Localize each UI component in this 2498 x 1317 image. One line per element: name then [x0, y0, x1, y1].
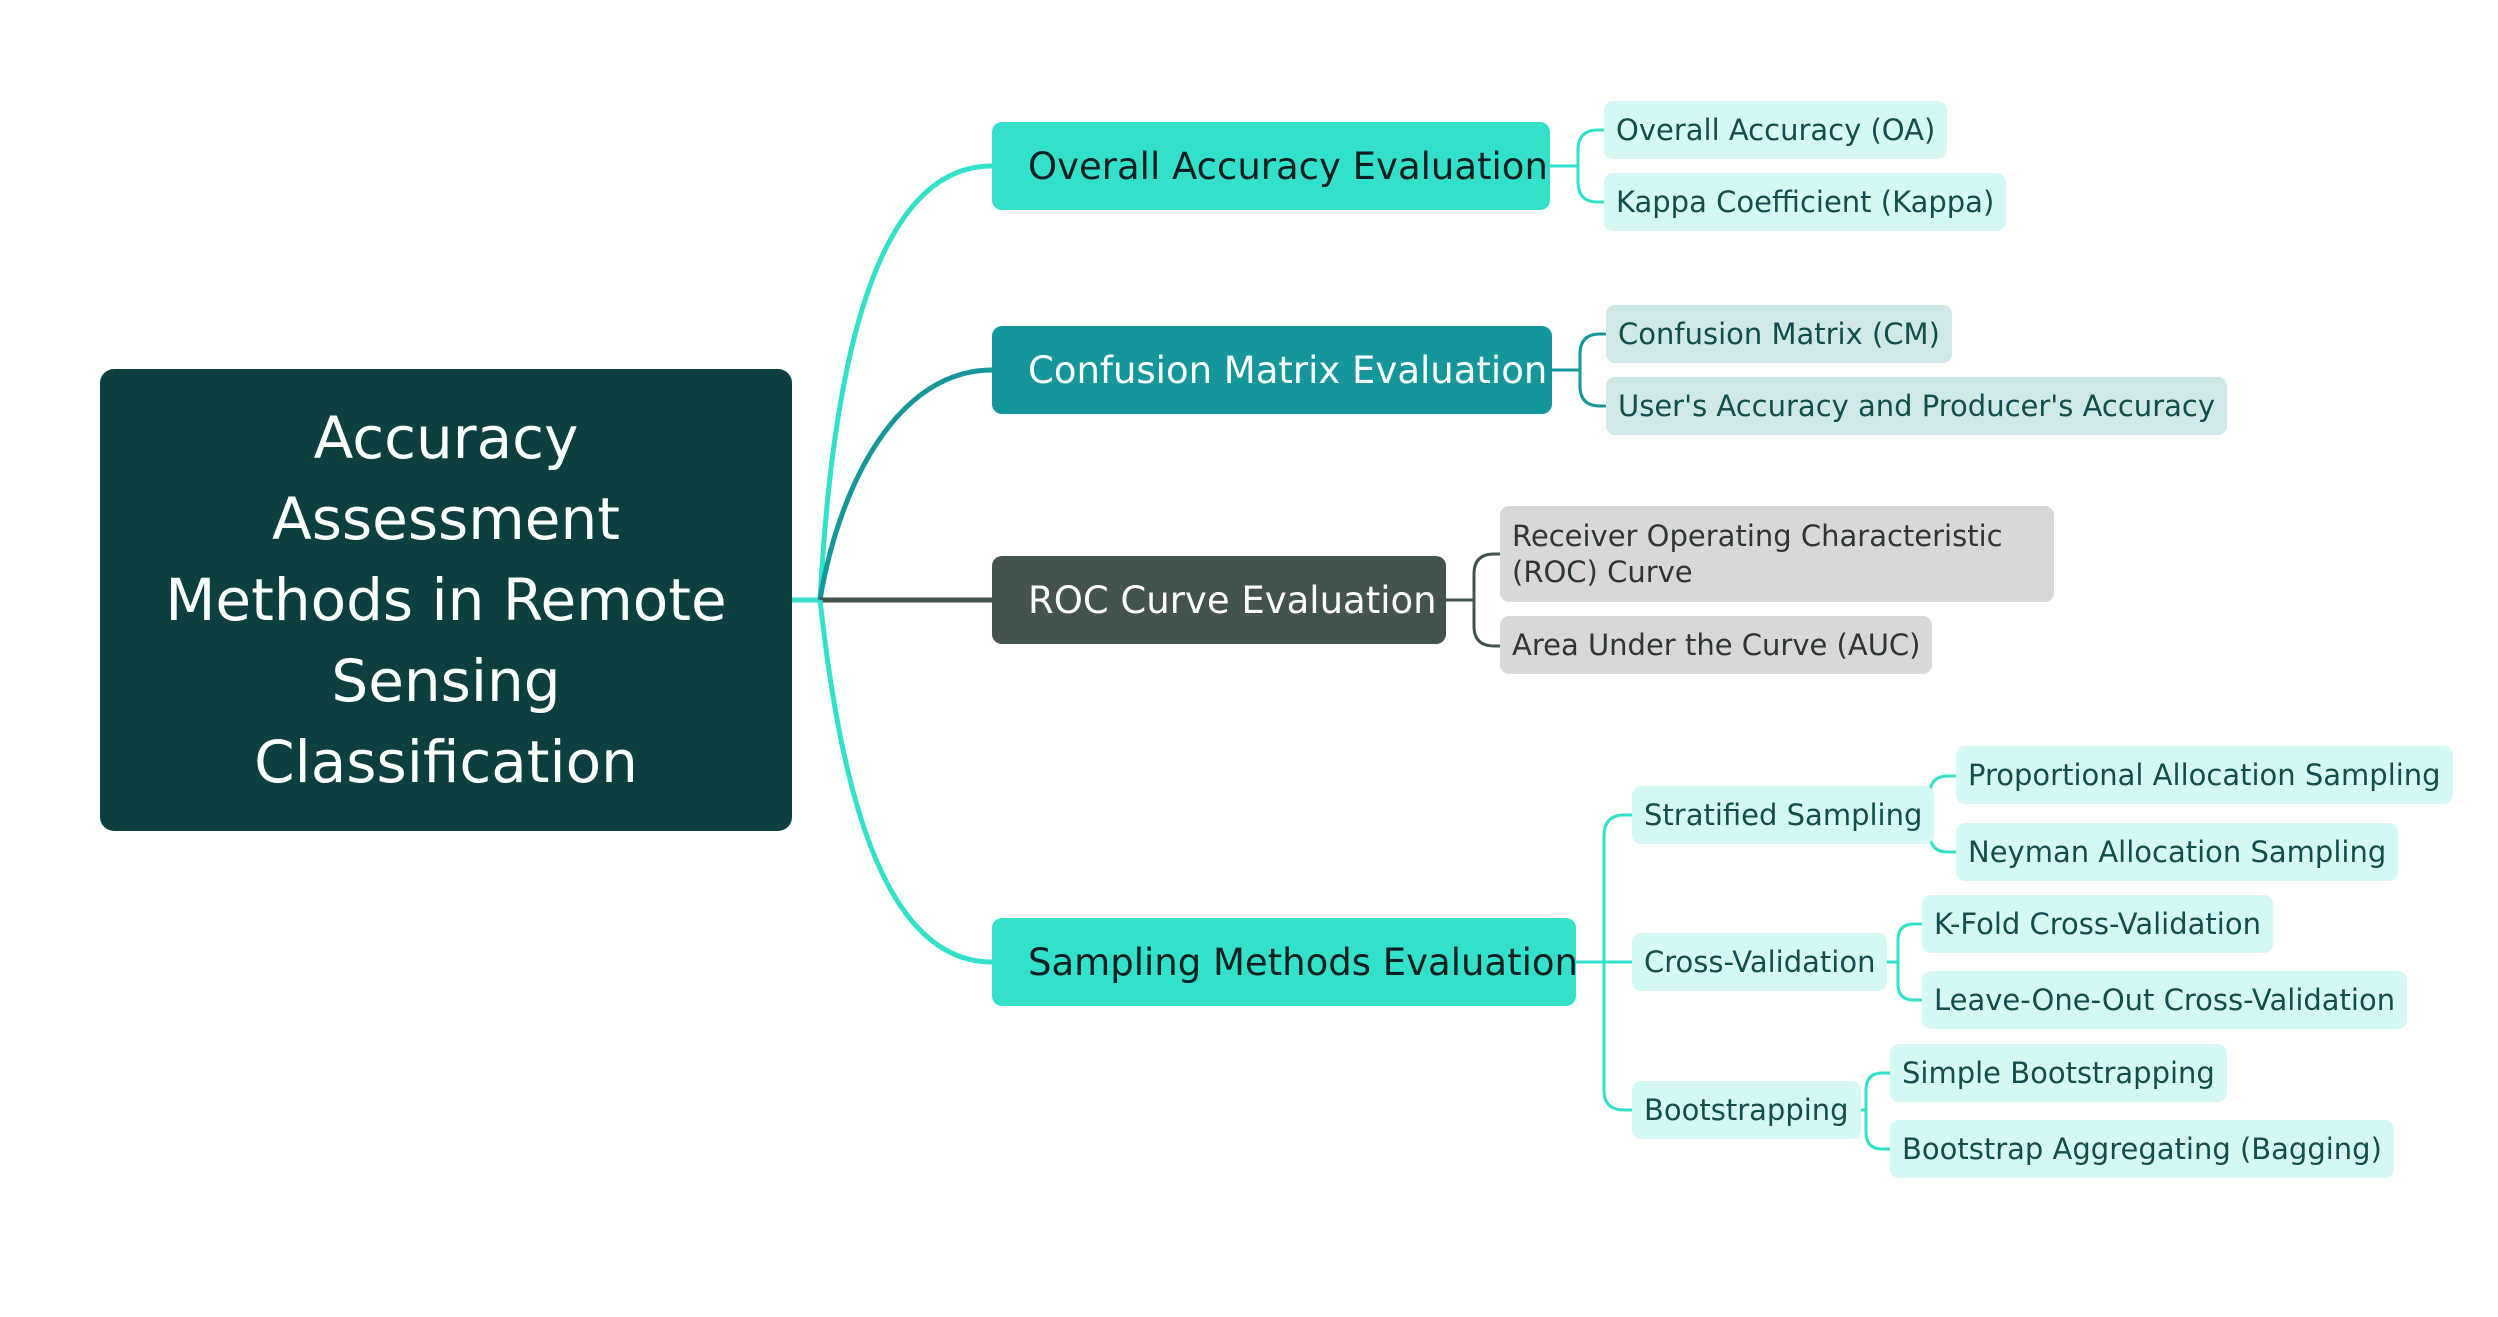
- branch-roc-curve-label: ROC Curve Evaluation: [1028, 578, 1437, 622]
- connector-overall-children: [1550, 128, 1604, 204]
- leaf-confusion-matrix-cm[interactable]: Confusion Matrix (CM): [1606, 305, 1952, 363]
- root-line-2: Assessment: [272, 484, 620, 553]
- root-line-1: Accuracy: [313, 403, 579, 472]
- root-line-3: Methods in Remote: [165, 565, 727, 634]
- subgroup-stratified-sampling-label: Stratified Sampling: [1644, 798, 1923, 832]
- leaf-simple-bootstrapping-label: Simple Bootstrapping: [1902, 1056, 2215, 1090]
- connector-roc-children: [1446, 552, 1500, 648]
- leaf-bagging-label: Bootstrap Aggregating (Bagging): [1902, 1132, 2382, 1166]
- leaf-overall-accuracy-oa[interactable]: Overall Accuracy (OA): [1604, 101, 1948, 159]
- subgroup-stratified-sampling[interactable]: Stratified Sampling: [1632, 786, 1935, 844]
- connector-root-confusion: [817, 367, 993, 601]
- leaf-confusion-matrix-cm-label: Confusion Matrix (CM): [1618, 317, 1940, 351]
- branch-confusion-matrix[interactable]: Confusion Matrix Evaluation: [992, 326, 1552, 414]
- leaf-users-producers-accuracy-label: User's Accuracy and Producer's Accuracy: [1618, 389, 2215, 423]
- leaf-k-fold-label: K-Fold Cross-Validation: [1934, 907, 2261, 941]
- branch-sampling-methods-label: Sampling Methods Evaluation: [1028, 940, 1578, 984]
- leaf-neyman-allocation-label: Neyman Allocation Sampling: [1968, 835, 2387, 869]
- root-line-4: Sensing: [331, 646, 561, 715]
- root-topic[interactable]: Accuracy Assessment Methods in Remote Se…: [100, 369, 792, 831]
- subgroup-bootstrapping-label: Bootstrapping: [1644, 1093, 1849, 1127]
- leaf-bagging[interactable]: Bootstrap Aggregating (Bagging): [1890, 1120, 2394, 1178]
- connector-confusion-children: [1552, 332, 1606, 408]
- leaf-proportional-allocation-label: Proportional Allocation Sampling: [1968, 758, 2441, 792]
- subgroup-cross-validation[interactable]: Cross-Validation: [1632, 933, 1888, 991]
- connector-root-sampling: [817, 599, 993, 965]
- leaf-users-producers-accuracy[interactable]: User's Accuracy and Producer's Accuracy: [1606, 377, 2227, 435]
- leaf-roc-curve-label: Receiver Operating Characteristic (ROC) …: [1512, 519, 2003, 589]
- branch-confusion-matrix-label: Confusion Matrix Evaluation: [1028, 348, 1548, 392]
- branch-roc-curve[interactable]: ROC Curve Evaluation: [992, 556, 1446, 644]
- leaf-roc-curve[interactable]: Receiver Operating Characteristic (ROC) …: [1500, 506, 2054, 602]
- leaf-proportional-allocation[interactable]: Proportional Allocation Sampling: [1956, 746, 2453, 804]
- subgroup-cross-validation-label: Cross-Validation: [1644, 945, 1876, 979]
- leaf-kappa-coefficient-label: Kappa Coefficient (Kappa): [1616, 185, 1995, 219]
- branch-overall-accuracy[interactable]: Overall Accuracy Evaluation: [992, 122, 1550, 210]
- subgroup-bootstrapping[interactable]: Bootstrapping: [1632, 1081, 1861, 1139]
- leaf-k-fold[interactable]: K-Fold Cross-Validation: [1922, 895, 2273, 953]
- leaf-simple-bootstrapping[interactable]: Simple Bootstrapping: [1890, 1044, 2227, 1102]
- branch-overall-accuracy-label: Overall Accuracy Evaluation: [1028, 144, 1548, 188]
- leaf-leave-one-out[interactable]: Leave-One-Out Cross-Validation: [1922, 971, 2408, 1029]
- branch-sampling-methods[interactable]: Sampling Methods Evaluation: [992, 918, 1578, 1006]
- leaf-neyman-allocation[interactable]: Neyman Allocation Sampling: [1956, 823, 2399, 881]
- connector-root-overall: [792, 163, 993, 603]
- connector-sampling-subgroups: [1576, 813, 1632, 1112]
- root-line-5: Classification: [254, 727, 638, 796]
- leaf-leave-one-out-label: Leave-One-Out Cross-Validation: [1934, 983, 2396, 1017]
- leaf-auc[interactable]: Area Under the Curve (AUC): [1500, 616, 1933, 674]
- leaf-kappa-coefficient[interactable]: Kappa Coefficient (Kappa): [1604, 173, 2007, 231]
- leaf-overall-accuracy-oa-label: Overall Accuracy (OA): [1616, 113, 1936, 147]
- leaf-auc-label: Area Under the Curve (AUC): [1512, 628, 1921, 662]
